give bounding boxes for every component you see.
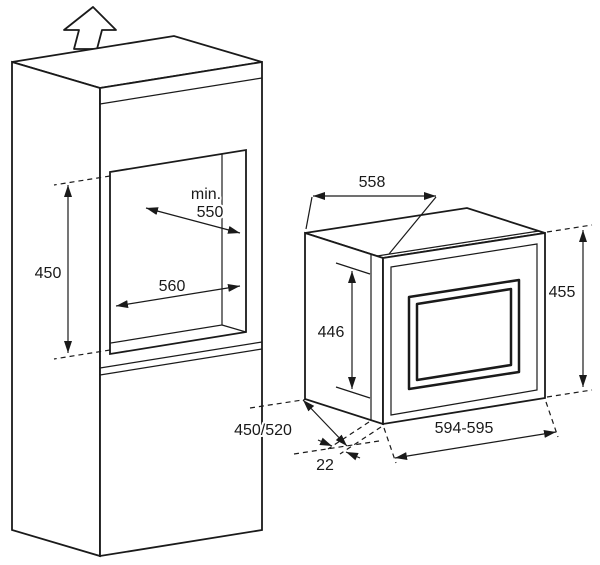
- dim-niche-width-arrow: [115, 283, 241, 309]
- dim-cabinet-depth-label: 450/520: [234, 422, 292, 439]
- dim-oven-width-ext-right: [545, 401, 559, 438]
- dim-niche-depth-arrow: [145, 207, 241, 234]
- dim-oven-body-height-ext-bottom: [335, 386, 371, 399]
- dim-oven-body-height-label: 446: [318, 324, 345, 341]
- dim-oven-width-arrow: [394, 429, 557, 461]
- niche-opening: [109, 148, 247, 356]
- dim-oven-total-height: 455: [546, 224, 593, 398]
- airflow-up-arrow-icon: [63, 6, 117, 50]
- dim-niche-depth-min: min. 550: [145, 184, 241, 234]
- diagram-root: 450 min. 550 560 450/520: [11, 6, 593, 558]
- shelf-front-edge-1: [99, 341, 263, 369]
- dim-door-overhang-ext-2: [339, 426, 382, 455]
- dim-door-overhang-arrow-2: [345, 451, 361, 461]
- cabinet-left-face: [11, 60, 101, 558]
- dim-oven-total-height-label: 455: [549, 284, 576, 301]
- oven-door-window-frame: [407, 278, 521, 391]
- dim-cabinet-depth-arrow: [302, 399, 348, 447]
- dim-oven-depth-ext-left: [305, 196, 313, 230]
- dim-oven-body-height: 446: [316, 262, 371, 399]
- oven-top-front-edge-line: [376, 230, 540, 257]
- dim-niche-depth-min-prefix: min.: [191, 186, 221, 203]
- dim-oven-depth-ext-right: [388, 196, 437, 255]
- dim-oven-depth-label: 558: [359, 174, 386, 191]
- dim-door-overhang: 22: [314, 421, 382, 476]
- dim-niche-depth-min-value: 550: [197, 204, 224, 221]
- dim-oven-width-label: 594-595: [435, 420, 494, 437]
- dim-oven-depth: 558: [305, 172, 437, 255]
- dim-door-overhang-ext-1: [327, 421, 370, 450]
- oven-door-window-glass: [415, 287, 513, 382]
- niche-edge-br: [221, 324, 246, 333]
- dim-niche-height-label: 450: [35, 265, 62, 282]
- dim-niche-height: 450: [33, 175, 111, 360]
- dim-cabinet-depth: 450/520: [232, 394, 380, 455]
- dim-oven-total-height-ext-bottom: [546, 389, 593, 398]
- dim-door-overhang-label: 22: [316, 457, 334, 474]
- dim-oven-width-ext-left: [383, 427, 397, 464]
- dim-door-overhang-arrow-1: [317, 437, 333, 447]
- shelf-front-edge-2: [99, 348, 263, 376]
- dim-oven-body-height-ext-top: [335, 262, 371, 275]
- oven-front-face: [382, 231, 546, 426]
- oven-door-inset-outline: [390, 243, 538, 416]
- dim-niche-height-ext-bottom: [53, 349, 111, 360]
- dim-oven-width: 594-595: [383, 401, 559, 464]
- dim-oven-total-height-ext-top: [546, 224, 593, 233]
- dim-niche-height-ext-top: [53, 175, 111, 186]
- dim-niche-width: 560: [115, 276, 241, 309]
- oven: [304, 207, 546, 426]
- dim-niche-width-label: 560: [159, 278, 186, 295]
- countertop-edge-line: [99, 77, 263, 105]
- cabinet: [11, 35, 263, 558]
